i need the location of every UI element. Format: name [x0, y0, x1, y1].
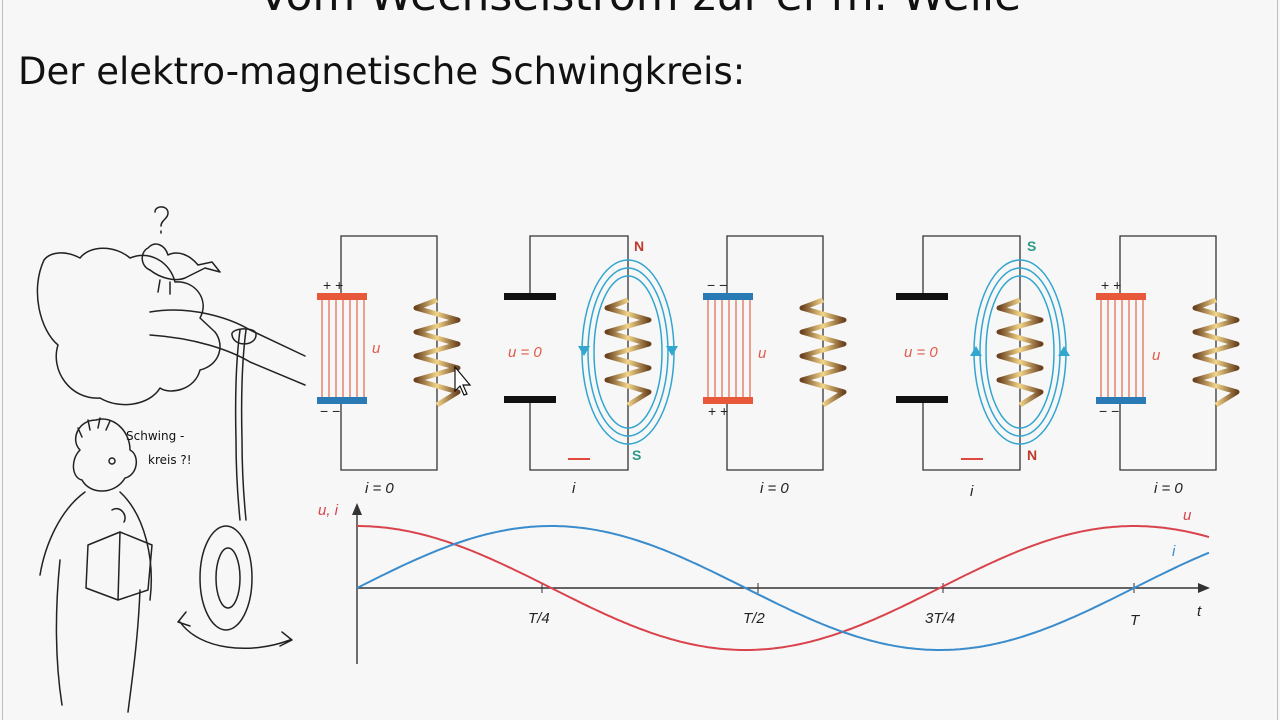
frame-right-edge — [1277, 0, 1278, 720]
graph-x-label: t — [1197, 603, 1202, 620]
circuit-1-voltage-label: u — [372, 340, 381, 357]
sketch-branch — [149, 309, 306, 386]
frame-left-edge — [2, 0, 3, 720]
circuit-3-bottom-sign: + + — [708, 403, 728, 419]
graph-y-label: u, i — [318, 502, 339, 519]
circuit-4-voltage-label: u = 0 — [904, 344, 938, 361]
circuit-2-field-arrow-right — [666, 346, 678, 356]
circuit-5-plate-top — [1096, 293, 1146, 300]
circuit-1-e-field — [321, 299, 365, 398]
circuit-2-current-label: i — [572, 480, 576, 497]
circuit-3-current-label: i = 0 — [760, 480, 789, 497]
sketch-swing-arrow — [177, 611, 293, 649]
circuit-1-bottom-sign: − − — [320, 403, 340, 419]
circuit-2-coil — [604, 297, 652, 408]
sketch-tire-swing — [199, 525, 253, 631]
circuit-1-plate-top — [317, 293, 367, 300]
sketch-person-body — [39, 491, 152, 713]
circuit-2-plate-bottom — [504, 396, 556, 403]
circuit-5-e-field — [1100, 299, 1144, 398]
sketch-person-hand — [111, 508, 126, 523]
sketch-rope-knot — [231, 328, 257, 345]
circuit-4: u = 0 S N i — [896, 235, 1070, 500]
circuit-2-field-arrow-left — [578, 346, 590, 356]
circuit-5-voltage-label: u — [1152, 347, 1161, 364]
circuit-4-plate-top — [896, 293, 948, 300]
tick-label-3t4: 3T/4 — [925, 610, 955, 627]
circuit-4-wire — [922, 235, 1021, 471]
tick-label-t4: T/4 — [528, 610, 550, 627]
circuit-3-top-sign: − − — [707, 277, 727, 293]
circuit-3-coil — [799, 297, 847, 408]
graph-x-arrow — [1198, 583, 1210, 593]
u-curve — [357, 525, 1210, 651]
slide-title: Vom Wechselstrom zur el-m. Welle — [0, 0, 1280, 21]
circuit-5-bottom-sign: − − — [1099, 403, 1119, 419]
circuit-1-coil — [413, 297, 461, 408]
circuit-2-voltage-label: u = 0 — [508, 344, 542, 361]
circuit-4-plate-bottom — [896, 396, 948, 403]
sketch-rope — [234, 329, 247, 521]
slide-subtitle: Der elektro-magnetische Schwingkreis: — [18, 50, 746, 93]
circuit-3-voltage-label: u — [758, 345, 767, 362]
circuit-1-top-sign: + + — [323, 277, 343, 293]
circuit-1: + + − − u i = 0 — [317, 235, 461, 497]
circuit-1-current-label: i = 0 — [365, 480, 394, 497]
ui-graph: u, i t T/4 T/2 3T/4 T u i — [318, 502, 1210, 664]
i-curve-label: i — [1172, 543, 1176, 560]
circuit-5-top-sign: + + — [1101, 277, 1121, 293]
sketch-speech-line-1: Schwing - — [126, 429, 184, 443]
circuit-5-current-label: i = 0 — [1154, 480, 1183, 497]
sketch-speech-line-2: kreis ?! — [148, 453, 192, 467]
circuit-3-plate-top — [703, 293, 753, 300]
sketch-bird — [141, 243, 221, 295]
circuit-2-pole-top: N — [634, 238, 644, 254]
sketch-question-icon — [154, 206, 169, 234]
sketch-tree-crown — [36, 247, 221, 406]
sketch-person-hair — [77, 417, 111, 438]
circuit-4-field-arrow-left — [970, 346, 982, 356]
u-curve-label: u — [1183, 507, 1192, 524]
circuit-2-pole-bottom: S — [632, 447, 641, 463]
circuit-4-coil — [996, 297, 1044, 408]
circuit-5-wire — [1119, 235, 1217, 471]
tick-label-t2: T/2 — [743, 610, 765, 627]
circuit-5-plate-bottom — [1096, 397, 1146, 404]
sketch-book — [85, 531, 153, 601]
hand-drawn-sketch — [36, 206, 306, 713]
circuit-4-pole-top: S — [1027, 238, 1036, 254]
circuit-3: − − + + u i = 0 — [703, 235, 847, 497]
circuit-1-wire — [340, 235, 438, 471]
circuit-4-field-arrow-right — [1058, 346, 1070, 356]
circuit-3-wire — [726, 235, 824, 471]
circuit-4-current-label: i — [970, 483, 974, 500]
tick-label-t: T — [1130, 612, 1141, 629]
circuit-2-plate-top — [504, 293, 556, 300]
circuit-5-coil — [1192, 297, 1240, 408]
circuit-5: + + − − u i = 0 — [1096, 235, 1240, 497]
graph-y-arrow — [352, 503, 362, 515]
circuit-2: u = 0 N S i — [504, 235, 678, 497]
circuit-3-e-field — [707, 299, 751, 398]
sketch-person-head — [72, 418, 137, 492]
circuit-3-plate-bottom — [703, 397, 753, 404]
i-curve — [356, 525, 1210, 651]
circuit-2-wire — [529, 235, 629, 471]
mouse-cursor-icon — [454, 365, 472, 396]
circuit-1-plate-bottom — [317, 397, 367, 404]
sketch-tire-hole — [215, 547, 241, 609]
circuit-4-pole-bottom: N — [1027, 447, 1037, 463]
sketch-person-eye — [108, 457, 116, 465]
